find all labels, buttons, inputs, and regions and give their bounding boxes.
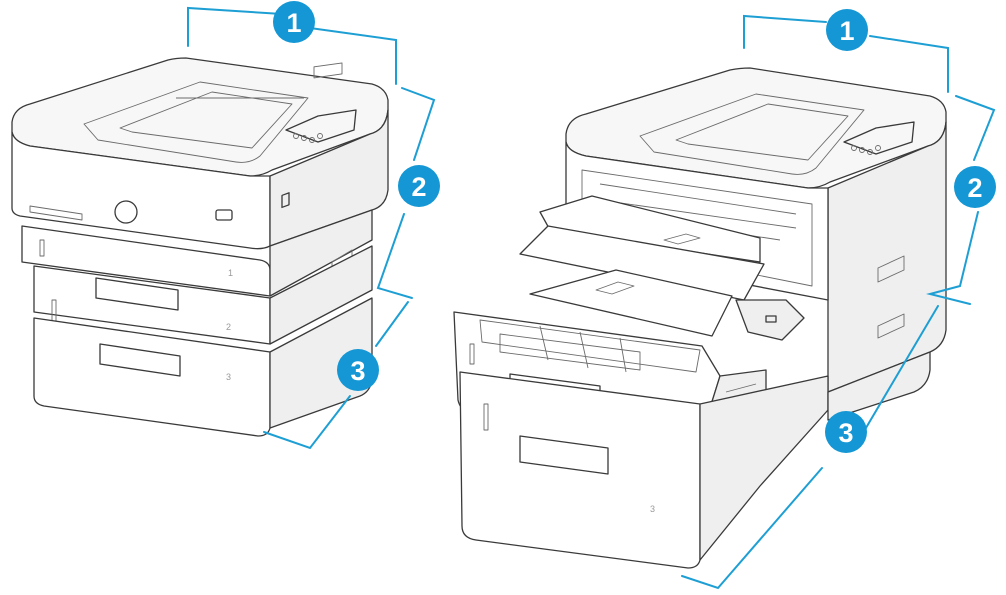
left-control-panel (285, 62, 357, 143)
left-output-bin (83, 81, 309, 163)
right-printer: 2 3 (453, 67, 947, 569)
left-dimension-lines (187, 6, 436, 450)
right-printer-side (827, 121, 947, 393)
left-callout-1: 1 (273, 1, 315, 43)
left-tray-3-number: 3 (226, 372, 231, 382)
left-printer-side (269, 109, 389, 247)
right-callout-2: 2 (954, 166, 996, 208)
svg-text:2: 2 (967, 173, 982, 203)
right-mp-tray (519, 195, 805, 341)
right-callout-1: 1 (826, 9, 868, 51)
svg-text:1: 1 (286, 8, 301, 38)
left-tray-3 (33, 317, 271, 437)
left-callout-3: 3 (337, 349, 379, 391)
right-tray-3: 3 (459, 371, 829, 569)
right-dimension-lines (681, 14, 996, 590)
svg-text:2: 2 (411, 172, 426, 202)
left-printer: 1 2 3 (11, 57, 389, 437)
svg-text:3: 3 (838, 418, 853, 448)
right-tray-3-number: 3 (650, 504, 655, 514)
right-control-panel (843, 121, 915, 155)
left-tray-1-number: 1 (228, 268, 233, 278)
svg-text:3: 3 (350, 356, 365, 386)
right-output-bin (639, 93, 865, 175)
power-button (215, 209, 233, 221)
svg-text:1: 1 (839, 16, 854, 46)
right-callout-3: 3 (825, 411, 867, 453)
left-callout-2: 2 (398, 165, 440, 207)
left-tray-2-number: 2 (226, 322, 231, 332)
hp-logo (114, 200, 138, 224)
